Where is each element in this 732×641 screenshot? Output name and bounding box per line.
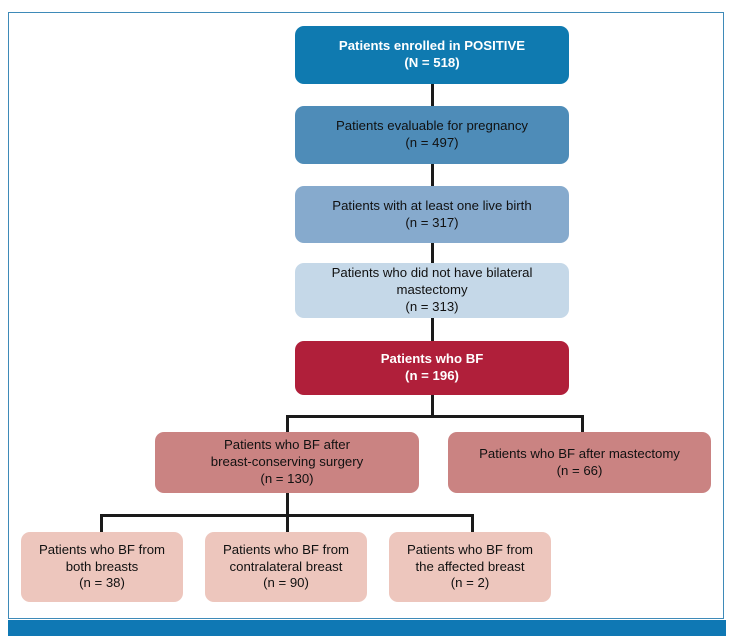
connector-bf-split-horizontal <box>287 415 583 418</box>
connector-bcs-to-affected <box>471 514 474 532</box>
connector-evaluable-to-live-birth <box>431 164 434 186</box>
node-bf-contralateral-breast: Patients who BF from contralateral breas… <box>205 532 367 602</box>
node-evaluable: Patients evaluable for pregnancy (n = 49… <box>295 106 569 164</box>
node-patients-who-bf: Patients who BF (n = 196) <box>295 341 569 395</box>
node-enrolled: Patients enrolled in POSITIVE (N = 518) <box>295 26 569 84</box>
node-no-bilateral-mastectomy: Patients who did not have bilateral mast… <box>295 263 569 318</box>
connector-enrolled-to-evaluable <box>431 84 434 106</box>
node-bf-after-mastectomy: Patients who BF after mastectomy (n = 66… <box>448 432 711 493</box>
node-live-birth: Patients with at least one live birth (n… <box>295 186 569 243</box>
connector-bcs-stem <box>286 493 289 516</box>
node-bf-affected-breast: Patients who BF from the affected breast… <box>389 532 551 602</box>
footer-accent-bar <box>8 620 726 636</box>
connector-live-birth-to-no-bilateral-mastectomy <box>431 243 434 263</box>
node-bf-both-breasts: Patients who BF from both breasts (n = 3… <box>21 532 183 602</box>
connector-bf-stem <box>431 395 434 417</box>
connector-bf-to-mastectomy <box>581 415 584 432</box>
connector-no-bilateral-mastectomy-to-patients-who-bf <box>431 318 434 341</box>
connector-bcs-to-both-breasts <box>100 514 103 532</box>
connector-bf-to-bcs <box>286 415 289 432</box>
node-bf-after-bcs: Patients who BF after breast-conserving … <box>155 432 419 493</box>
connector-bcs-to-contralateral <box>286 514 289 532</box>
